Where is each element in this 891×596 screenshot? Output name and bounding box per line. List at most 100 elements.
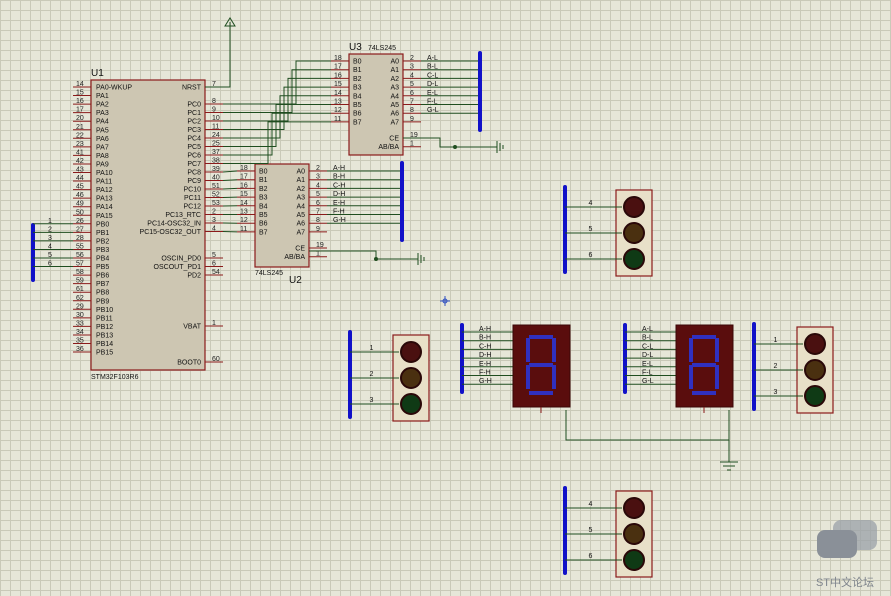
u2-a-pin-number: 2 [316,165,320,172]
u1-pin-name: PB12 [96,324,113,331]
u3-a-pin-name: A6 [390,111,399,118]
u3-a-pin-name: A1 [390,67,399,74]
u1-bus-label: 1 [48,218,52,225]
u3-net-label: E-L [427,90,438,97]
u3-net-label: C-L [427,72,438,79]
u1-pin-number: 15 [76,90,84,97]
u3-a-pin-number: 6 [410,90,414,97]
u3-b-pin-name: B6 [353,111,362,118]
u3-a-pin-number: 7 [410,99,414,106]
display-net-label: C-L [642,343,653,350]
u1-pin-number: 3 [212,217,216,224]
u1-pin-number: 2 [212,209,216,216]
u1-pin-number: 14 [76,81,84,88]
u2-ctrl-pin-name: CE [295,246,305,253]
u3-ctrl-pin-name: CE [389,136,399,143]
u1-pin-number: 37 [212,149,220,156]
traffic-light-lamp [623,497,645,519]
mcu-to-u3-wire [223,60,331,105]
u3-net-label: F-L [427,99,438,106]
display-segment [692,391,716,395]
u3-a-pin-number: 5 [410,81,414,88]
u2-b-pin-number: 12 [240,217,248,224]
u2-b-pin-number: 11 [240,226,247,233]
u2-b-pin-number: 14 [240,200,248,207]
u3-ref: U3 [349,42,362,53]
u1-pin-name: OSCOUT_PD1 [154,264,202,271]
u1-pin-number: 17 [76,107,84,114]
u3-ground-icon [496,141,504,153]
u1-pin-number: 56 [76,252,84,259]
u1-part: STM32F103R6 [91,374,139,381]
u1-pin-name: PA4 [96,119,109,126]
u1-pin-number: 60 [212,356,220,363]
u2-junction [374,257,378,261]
u1-pin-number: 57 [76,261,84,268]
u3-ctrl-pin-name: AB/BA [378,144,399,151]
display-net-label: F-L [642,370,653,377]
u1-pin-name: PA5 [96,127,109,134]
u1-pin-name: PA1 [96,93,109,100]
u3-net-label: B-L [427,64,438,71]
u2-b-pin-name: B6 [259,221,268,228]
display-net-label: A-L [642,326,653,333]
display-segment [552,338,556,362]
display-segment [689,365,693,389]
u1-pin-name: PA11 [96,179,112,186]
nrst-wire [205,22,231,88]
u3-b-pin-name: B4 [353,93,362,100]
u3-ctrl-pin-number: 1 [410,141,414,148]
display-net-label: B-L [642,335,653,342]
nrst-power [205,17,236,88]
u2-b-pin-name: B4 [259,203,268,210]
u1-pin-number: 22 [76,132,84,139]
u1-pin-number: 59 [76,278,84,285]
traffic-light-lamp [400,393,422,415]
u1-pin-number: 11 [212,124,219,131]
u3-net-label: G-L [427,107,439,114]
u1-pin-number: 40 [212,175,220,182]
u2-a-pin-name: A1 [296,177,305,184]
u1-pin-name: PA14 [96,204,113,211]
u2-a-pin-name: A6 [296,221,305,228]
u2-a-pin-number: 6 [316,200,320,207]
display-segment [529,363,553,367]
mcu-to-u2-wire [222,170,238,173]
u1-pin-number: 49 [76,201,84,208]
u1-bus-label: 5 [48,252,52,259]
u1-pin-name: BOOT0 [177,360,201,367]
mcu-to-u3-wire [223,112,331,156]
u3-b-pin-name: B3 [353,85,362,92]
watermark: ST中文论坛 [805,520,885,590]
u2-net-label: C-H [333,182,345,189]
u3-b-pin-number: 13 [334,99,342,106]
u1-pin-name: PB13 [96,332,113,339]
u1-pin-number: 24 [212,132,220,139]
display-segment [689,338,693,362]
u1-pin-number: 58 [76,269,84,276]
u1-pin-number: 54 [212,269,220,276]
u1-pin-name: PA2 [96,102,109,109]
u1-pin-number: 34 [76,329,84,336]
display-net-label: B-H [479,335,491,342]
u1-pin-name: PC8 [187,170,201,177]
u1-pin-name: PA10 [96,170,113,177]
u2-ctrl-pin-number: 19 [316,242,324,249]
u2-part: 74LS245 [255,270,283,277]
u2-b-pin-number: 18 [240,165,248,172]
traffic-light-lamp [623,248,645,270]
u3-b-pin-number: 12 [334,107,342,114]
traffic-light-lamp [623,549,645,571]
crosshair-cursor-icon [440,296,450,306]
display-common-wire [565,410,730,441]
u1-pin-number: 26 [76,218,84,225]
traffic-light-label: 4 [589,501,593,508]
display-net-label: F-H [479,370,491,377]
